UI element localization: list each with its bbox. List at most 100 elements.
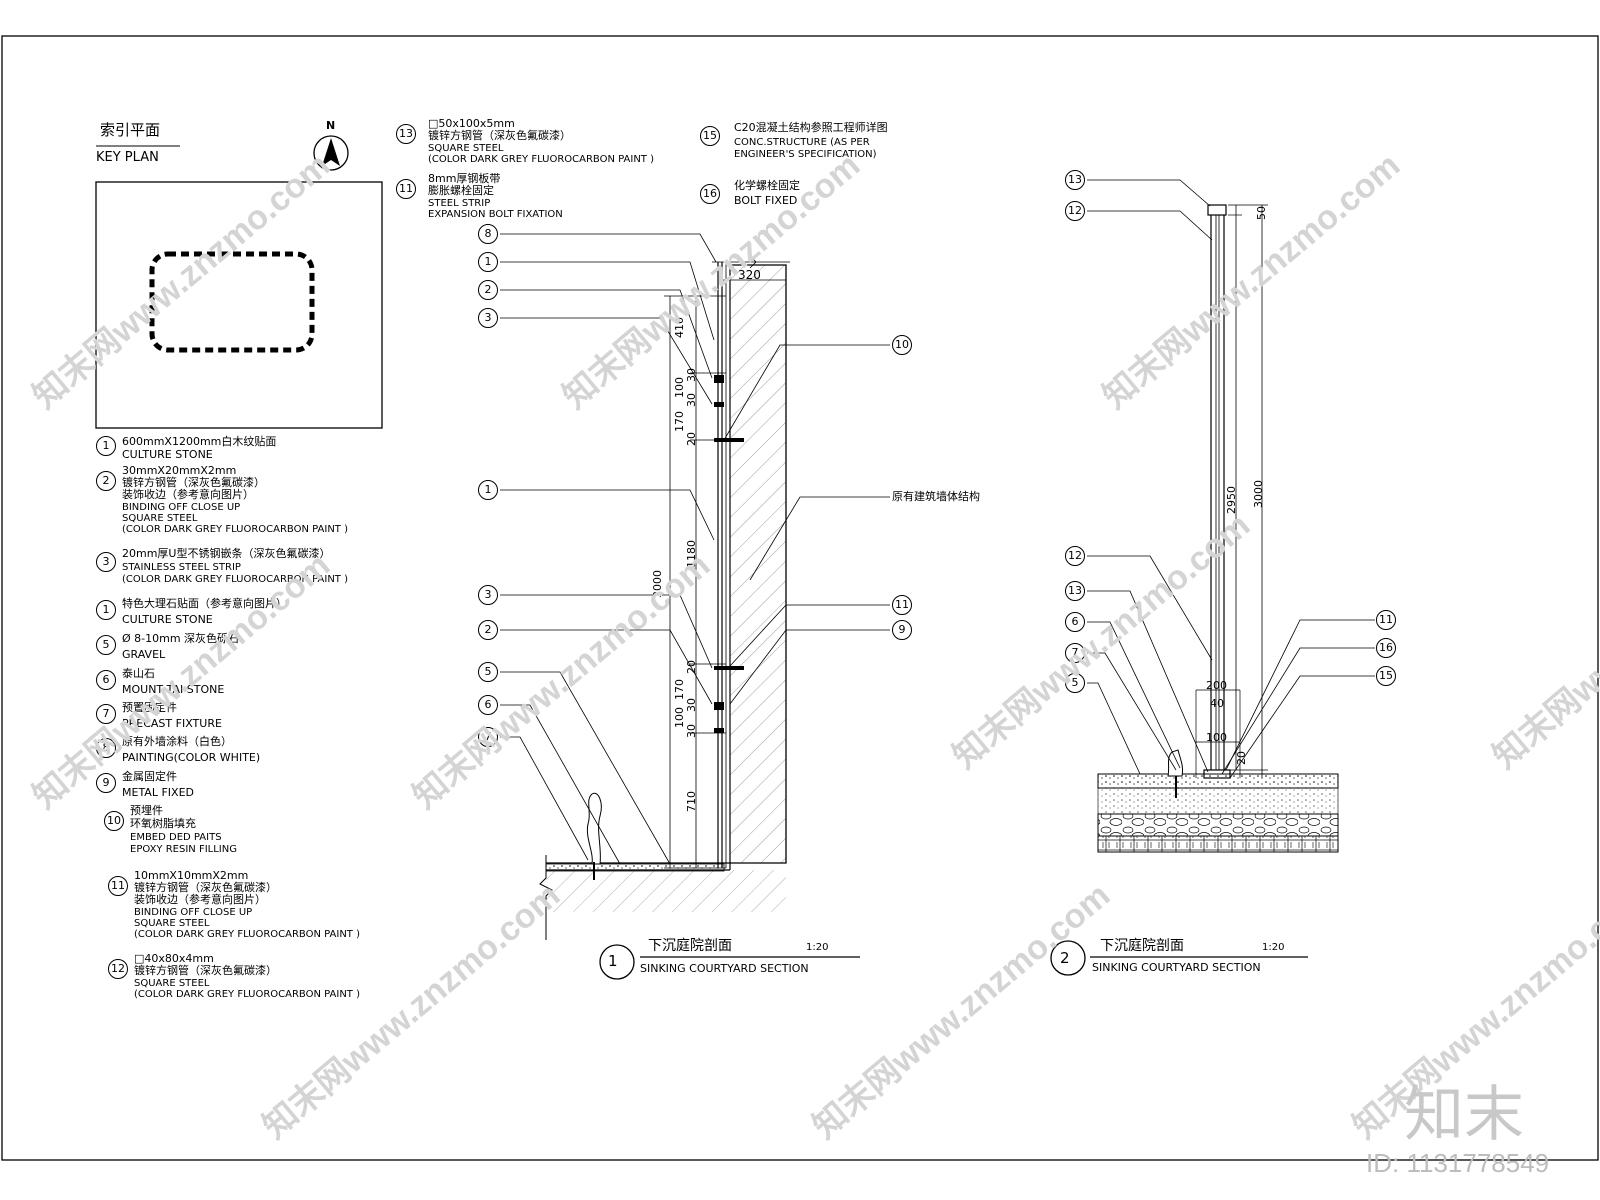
- note-number: 11: [396, 179, 416, 199]
- watermark-logo: 知末: [1404, 1080, 1524, 1150]
- legend-line: Ø 8-10mm 深灰色砾石: [122, 632, 240, 645]
- dim: 20: [685, 432, 698, 446]
- dim: 100: [1206, 731, 1227, 744]
- legend-number: 7: [96, 704, 116, 724]
- callout: 2: [478, 620, 498, 640]
- north-arrow-icon: [313, 135, 349, 171]
- section-2-title-circle: [1050, 940, 1086, 976]
- note-number: 16: [700, 184, 720, 204]
- note-line: 化学螺栓固定: [734, 179, 800, 192]
- legend-line: 20mm厚U型不锈钢嵌条（深灰色氟碳漆）: [122, 547, 331, 560]
- legend-line: 金属固定件: [122, 770, 177, 783]
- note-line: 镀锌方钢管（深灰色氟碳漆）: [428, 129, 571, 142]
- note-line: 膨胀螺栓固定: [428, 184, 494, 197]
- dim: 20: [1235, 751, 1248, 765]
- legend-line: 镀锌方钢管（深灰色氟碳漆）: [134, 964, 277, 977]
- callout: 5: [478, 662, 498, 682]
- legend-number: 5: [96, 635, 116, 655]
- section-1-title-circle: [599, 944, 635, 980]
- callout: 10: [892, 335, 912, 355]
- dim: 710: [685, 791, 698, 812]
- watermark-id: ID: 1131778549: [1366, 1148, 1550, 1178]
- callout: 15: [1376, 666, 1396, 686]
- note-line: □50x100x5mm: [428, 117, 515, 130]
- legend-line: EMBED DED PAITS: [130, 832, 222, 843]
- legend-line: (COLOR DARK GREY FLUOROCARBON PAINT ): [134, 929, 360, 940]
- legend-line: 600mmX1200mm白木纹贴面: [122, 435, 277, 448]
- legend-line: SQUARE STEEL: [134, 978, 210, 989]
- callout: 8: [478, 224, 498, 244]
- legend-line: CULTURE STONE: [122, 613, 213, 626]
- callout: 7: [1065, 643, 1085, 663]
- dim: 40: [1210, 697, 1224, 710]
- north-label: N: [326, 119, 336, 132]
- dim: 30: [685, 698, 698, 712]
- legend-line: 预埋件: [130, 804, 163, 817]
- callout: 13: [1065, 170, 1085, 190]
- dim: 3000: [1252, 480, 1265, 508]
- dim: 170: [673, 679, 686, 700]
- note-number: 15: [700, 126, 720, 146]
- key-plan-boundary: [149, 251, 315, 353]
- callout: 1: [478, 252, 498, 272]
- key-plan-title-cn: 索引平面: [100, 121, 161, 139]
- callout: 11: [892, 595, 912, 615]
- legend-line: SQUARE STEEL: [134, 918, 210, 929]
- legend-line: 镀锌方钢管（深灰色氟碳漆）: [134, 881, 277, 894]
- callout: 6: [1065, 612, 1085, 632]
- callout: 12: [1065, 201, 1085, 221]
- legend-line: (COLOR DARK GREY FLUOROCARBON PAINT ): [122, 574, 348, 585]
- section-title-en: SINKING COURTYARD SECTION: [640, 962, 809, 975]
- existing-wall-note: 原有建筑墙体结构: [892, 490, 980, 503]
- legend-line: (COLOR DARK GREY FLUOROCARBON PAINT ): [122, 524, 348, 535]
- section-title-cn: 下沉庭院剖面: [648, 938, 732, 954]
- legend-line: □40x80x4mm: [134, 952, 214, 965]
- sheet-frame: [1, 35, 1599, 1161]
- callout: 13: [1065, 581, 1085, 601]
- section-number: 1: [608, 952, 618, 970]
- callout: 11: [1376, 610, 1396, 630]
- note-line: 8mm厚钢板带: [428, 172, 501, 185]
- legend-line: STAINLESS STEEL STRIP: [122, 562, 241, 573]
- section-title-en: SINKING COURTYARD SECTION: [1092, 961, 1261, 974]
- legend-line: BINDING OFF CLOSE UP: [134, 907, 253, 918]
- callout: 3: [478, 308, 498, 328]
- note-line: (COLOR DARK GREY FLUOROCARBON PAINT ): [428, 154, 654, 165]
- callout: 1: [478, 480, 498, 500]
- callout: 5: [1065, 673, 1085, 693]
- legend-line: MOUNT TAI STONE: [122, 683, 225, 696]
- legend-line: 泰山石: [122, 667, 155, 680]
- legend-line: 预置固定件: [122, 701, 177, 714]
- legend-number: 1: [96, 436, 116, 456]
- legend-line: SQUARE STEEL: [122, 513, 198, 524]
- dim: 170: [673, 411, 686, 432]
- key-plan-frame: [95, 181, 383, 429]
- legend-line: PAINTING(COLOR WHITE): [122, 751, 261, 764]
- callout: 9: [892, 620, 912, 640]
- note-line: SQUARE STEEL: [428, 143, 504, 154]
- dim: 30: [685, 393, 698, 407]
- section-title-cn: 下沉庭院剖面: [1100, 938, 1184, 954]
- section-1-drawing: [500, 233, 890, 980]
- legend-number: 8: [96, 738, 116, 758]
- legend-number: 1: [96, 600, 116, 620]
- legend-line: CULTURE STONE: [122, 448, 213, 461]
- legend-line: GRAVEL: [122, 648, 166, 661]
- legend-number: 10: [104, 811, 124, 831]
- dim: 200: [1206, 679, 1227, 692]
- section-number: 2: [1060, 949, 1070, 967]
- legend-number: 6: [96, 670, 116, 690]
- legend-line: 镀锌方钢管（深灰色氟碳漆）: [122, 476, 265, 489]
- legend-number: 2: [96, 471, 116, 491]
- legend-number: 12: [108, 959, 128, 979]
- section-scale: 1:20: [806, 942, 829, 953]
- legend-line: BINDING OFF CLOSE UP: [122, 502, 241, 513]
- section-2-drawing: [1050, 179, 1375, 976]
- legend-line: 装饰收边（参考意向图片）: [134, 893, 266, 906]
- legend-line: 10mmX10mmX2mm: [134, 869, 249, 882]
- dim: 50: [1255, 206, 1268, 220]
- key-plan-title-en: KEY PLAN: [96, 150, 159, 165]
- dim: 30: [685, 368, 698, 382]
- legend-line: 装饰收边（参考意向图片）: [122, 488, 254, 501]
